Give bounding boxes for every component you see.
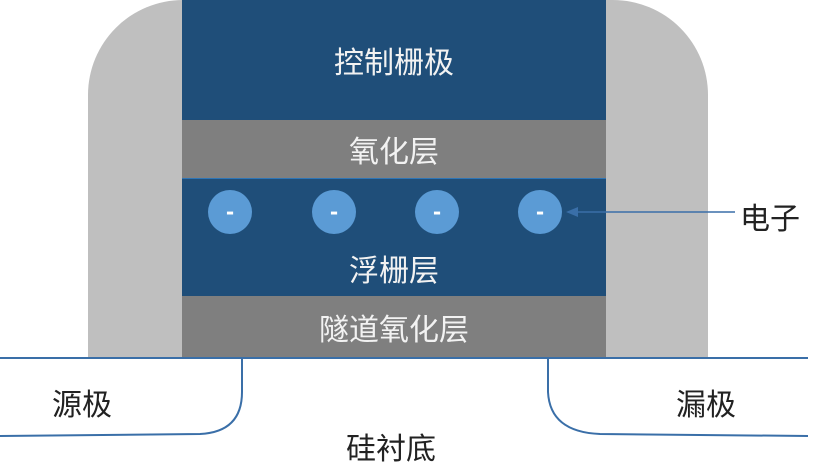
source-boundary <box>0 358 243 437</box>
control-gate-label: 控制栅极 <box>334 46 454 81</box>
floating-gate-label: 浮栅层 <box>349 254 439 289</box>
electron: - <box>518 190 562 234</box>
electron-sign: - <box>329 200 339 224</box>
electron: - <box>415 190 459 234</box>
arrow-head-icon <box>566 207 578 217</box>
drain-label: 漏极 <box>676 388 736 423</box>
substrate-label: 硅衬底 <box>346 432 436 467</box>
oxide-label: 氧化层 <box>349 135 439 170</box>
tunnel-oxide-layer: 隧道氧化层 <box>182 296 606 358</box>
source-label: 源极 <box>52 388 112 423</box>
electron-sign: - <box>225 200 235 224</box>
electron-label: 电子 <box>740 202 800 237</box>
electron-sign: - <box>432 200 442 224</box>
floating-gate-layer: 浮栅层 <box>182 178 606 296</box>
electron-sign: - <box>535 200 545 224</box>
oxide-layer: 氧化层 <box>182 120 606 178</box>
electron: - <box>208 190 252 234</box>
tunnel-oxide-label: 隧道氧化层 <box>319 313 469 348</box>
electron: - <box>312 190 356 234</box>
drain-boundary <box>547 358 809 437</box>
control-gate-layer: 控制栅极 <box>182 0 606 120</box>
